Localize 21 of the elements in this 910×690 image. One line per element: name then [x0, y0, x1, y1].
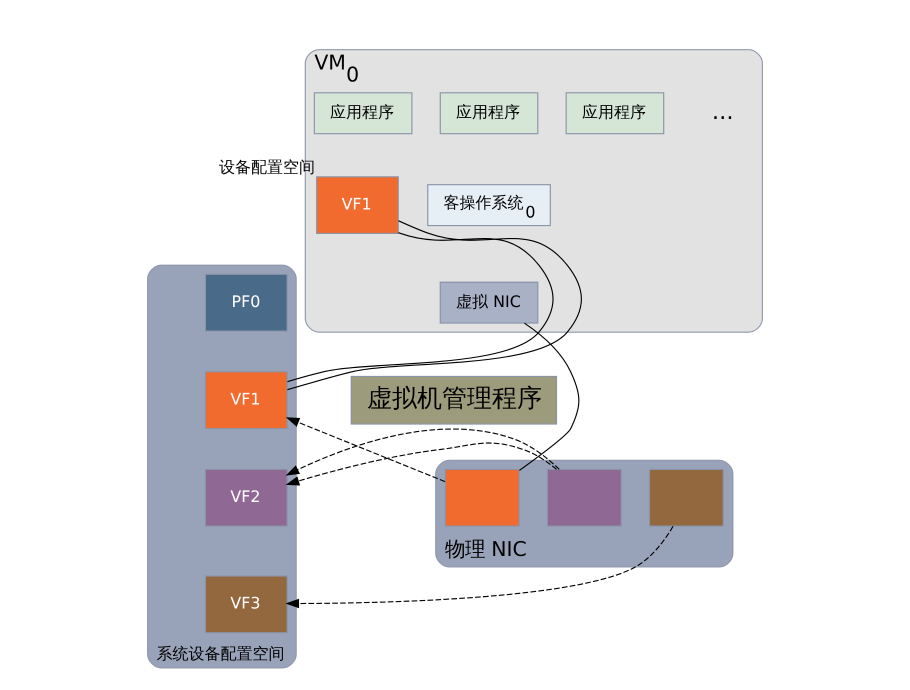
node-box: 应用程序 [440, 92, 538, 134]
arrow [286, 428, 560, 486]
node-box: 虚拟机管理程序 [350, 376, 558, 425]
node-box: PF0 [204, 274, 288, 332]
cluster: 物理 NIC [435, 460, 734, 568]
arrow [286, 417, 446, 482]
connector [287, 232, 554, 382]
node-box: VF1 [204, 371, 288, 430]
node-box [648, 468, 724, 527]
connector [519, 322, 580, 471]
node-box: VF3 [204, 575, 288, 634]
label: ... [712, 98, 734, 125]
node-box: 应用程序 [314, 92, 412, 134]
node-box: VF2 [204, 468, 288, 527]
node-box: 应用程序 [566, 92, 664, 134]
connector [287, 220, 582, 390]
node-box: VF1 [316, 176, 399, 234]
node-box [444, 468, 520, 527]
node-box [546, 468, 622, 527]
node-box: 虚拟 NIC [440, 282, 538, 324]
arrow [285, 526, 674, 608]
